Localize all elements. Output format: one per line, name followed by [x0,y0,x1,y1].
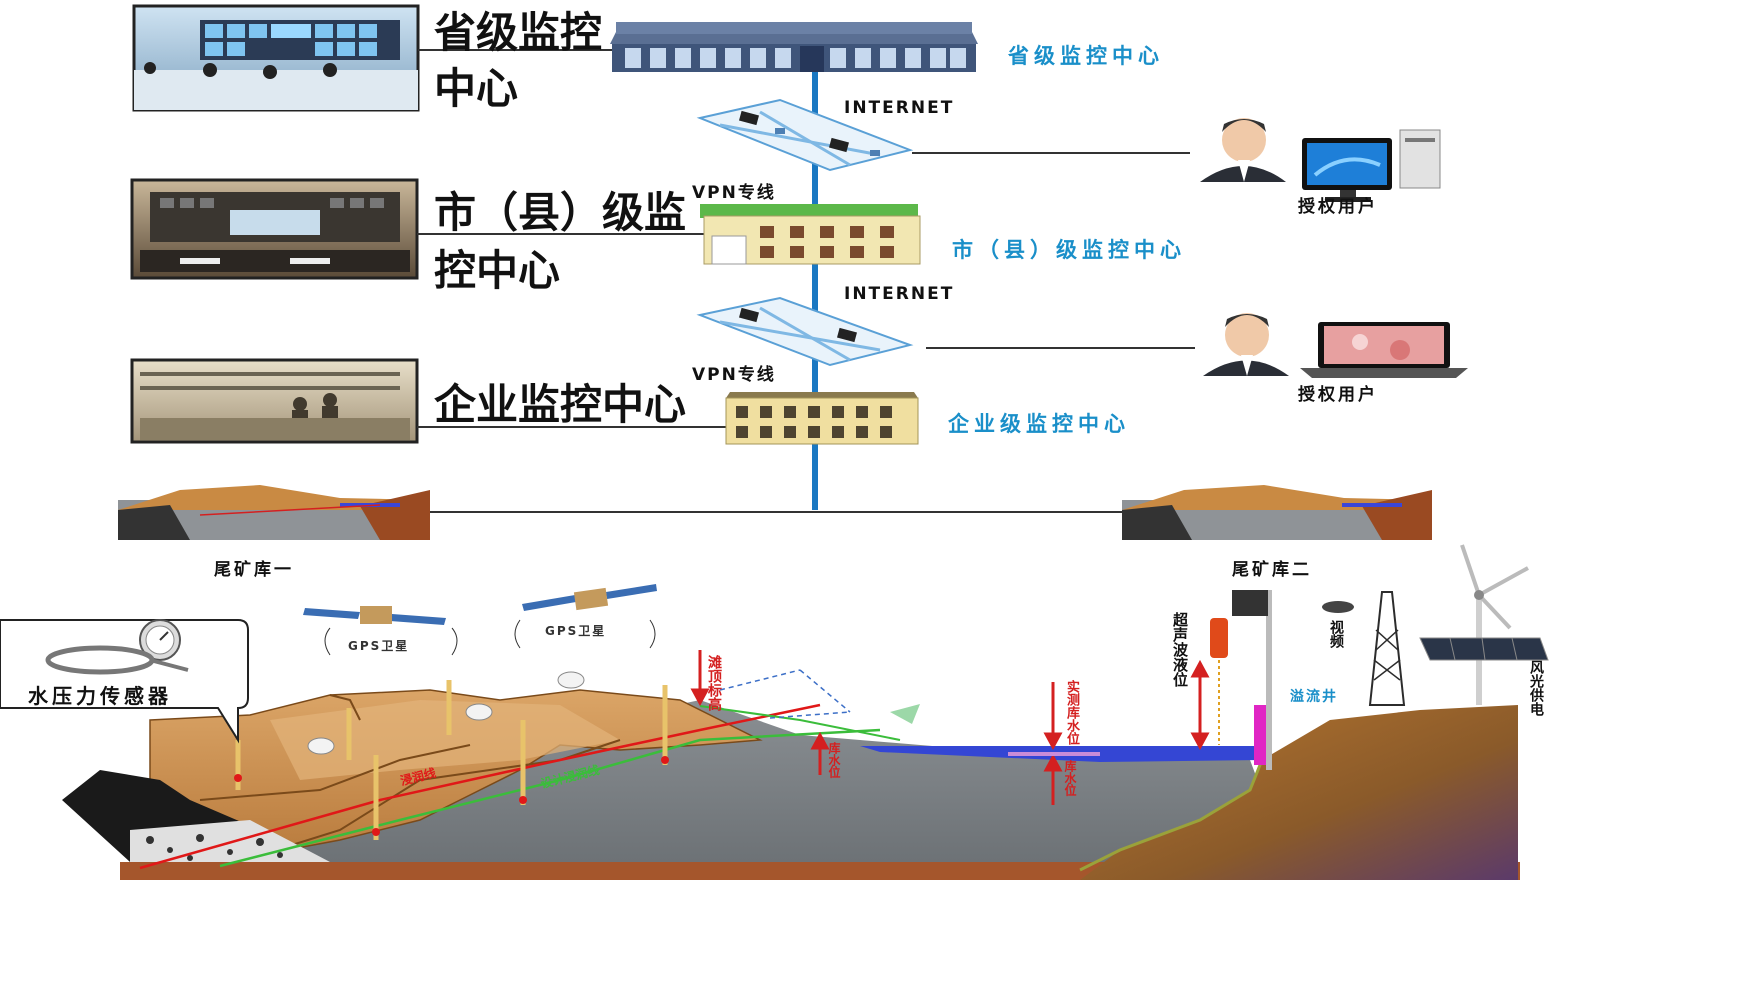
beach-elevation-label: 滩顶标高 [706,655,722,711]
laptop-icon [1300,322,1468,378]
water-level-label-2: 库水位 [1063,760,1077,796]
gps-satellite-icon-1 [303,606,458,656]
provincial-building-label: 省级监控中心 [1008,44,1164,68]
overflow-well [1254,705,1266,765]
gps-satellite-icon-2 [514,584,657,649]
enterprise-center-photo [130,358,419,444]
tailings-pond-1-thumbnail [118,485,430,540]
water-pressure-sensor-label: 水压力传感器 [28,684,172,708]
city-building [700,204,921,265]
provincial-center-label-line2: 中心 [434,64,519,113]
measured-water-level-label: 实测库水位 [1064,680,1079,745]
video-label: 视频 [1328,620,1344,648]
internet-network-icon-2 [696,296,914,367]
vpn-label-1: VPN专线 [692,183,776,203]
vpn-label-2: VPN专线 [692,365,776,385]
phreatic-line [139,703,821,870]
authorized-user-1-label: 授权用户 [1298,197,1378,217]
overflow-well-label: 溢流井 [1290,689,1338,705]
network-backbone-line [812,70,818,510]
city-building-label: 市（县）级监控中心 [952,238,1186,262]
tailings-dam-cross-section [62,544,1549,880]
video-tower-icon [1322,591,1406,706]
provincial-building [610,22,978,72]
gps-satellite-1-label: GPS卫星 [348,639,410,653]
city-center-label-line1: 市（县）级监 [434,188,687,237]
internet-label-2: INTERNET [844,284,955,304]
tailings-pond-2-label: 尾矿库二 [1232,560,1312,580]
tailings-pond-2-thumbnail [1122,485,1432,540]
water-pressure-sensor-callout [0,619,249,744]
ultrasonic-level-label: 超声波液位 [1171,612,1189,687]
enterprise-building-label: 企业级监控中心 [948,412,1130,436]
enterprise-building [725,392,919,445]
design-phreatic-line [219,728,881,868]
authorized-user-2-label: 授权用户 [1298,385,1378,405]
ultrasonic-sensor-icon [1210,590,1268,745]
desktop-computer-icon [1302,129,1441,202]
city-center-label-line2: 控中心 [434,246,561,295]
internet-network-icon-1 [696,98,914,172]
tailings-pond-1-label: 尾矿库一 [214,560,294,580]
dry-beach-level-label: 库水位 [827,742,841,778]
authorized-user-1-icon [1200,118,1286,182]
wind-solar-power-label: 风光供电 [1528,660,1544,716]
internet-label-1: INTERNET [844,98,955,118]
authorized-user-2-icon [1203,313,1289,376]
gps-satellite-2-label: GPS卫星 [545,624,607,638]
wind-solar-power-icon [1419,544,1549,705]
provincial-center-label-line1: 省级监控 [434,8,603,57]
enterprise-center-label: 企业监控中心 [434,380,687,429]
provincial-center-photo [132,4,420,112]
city-center-photo [130,178,419,280]
